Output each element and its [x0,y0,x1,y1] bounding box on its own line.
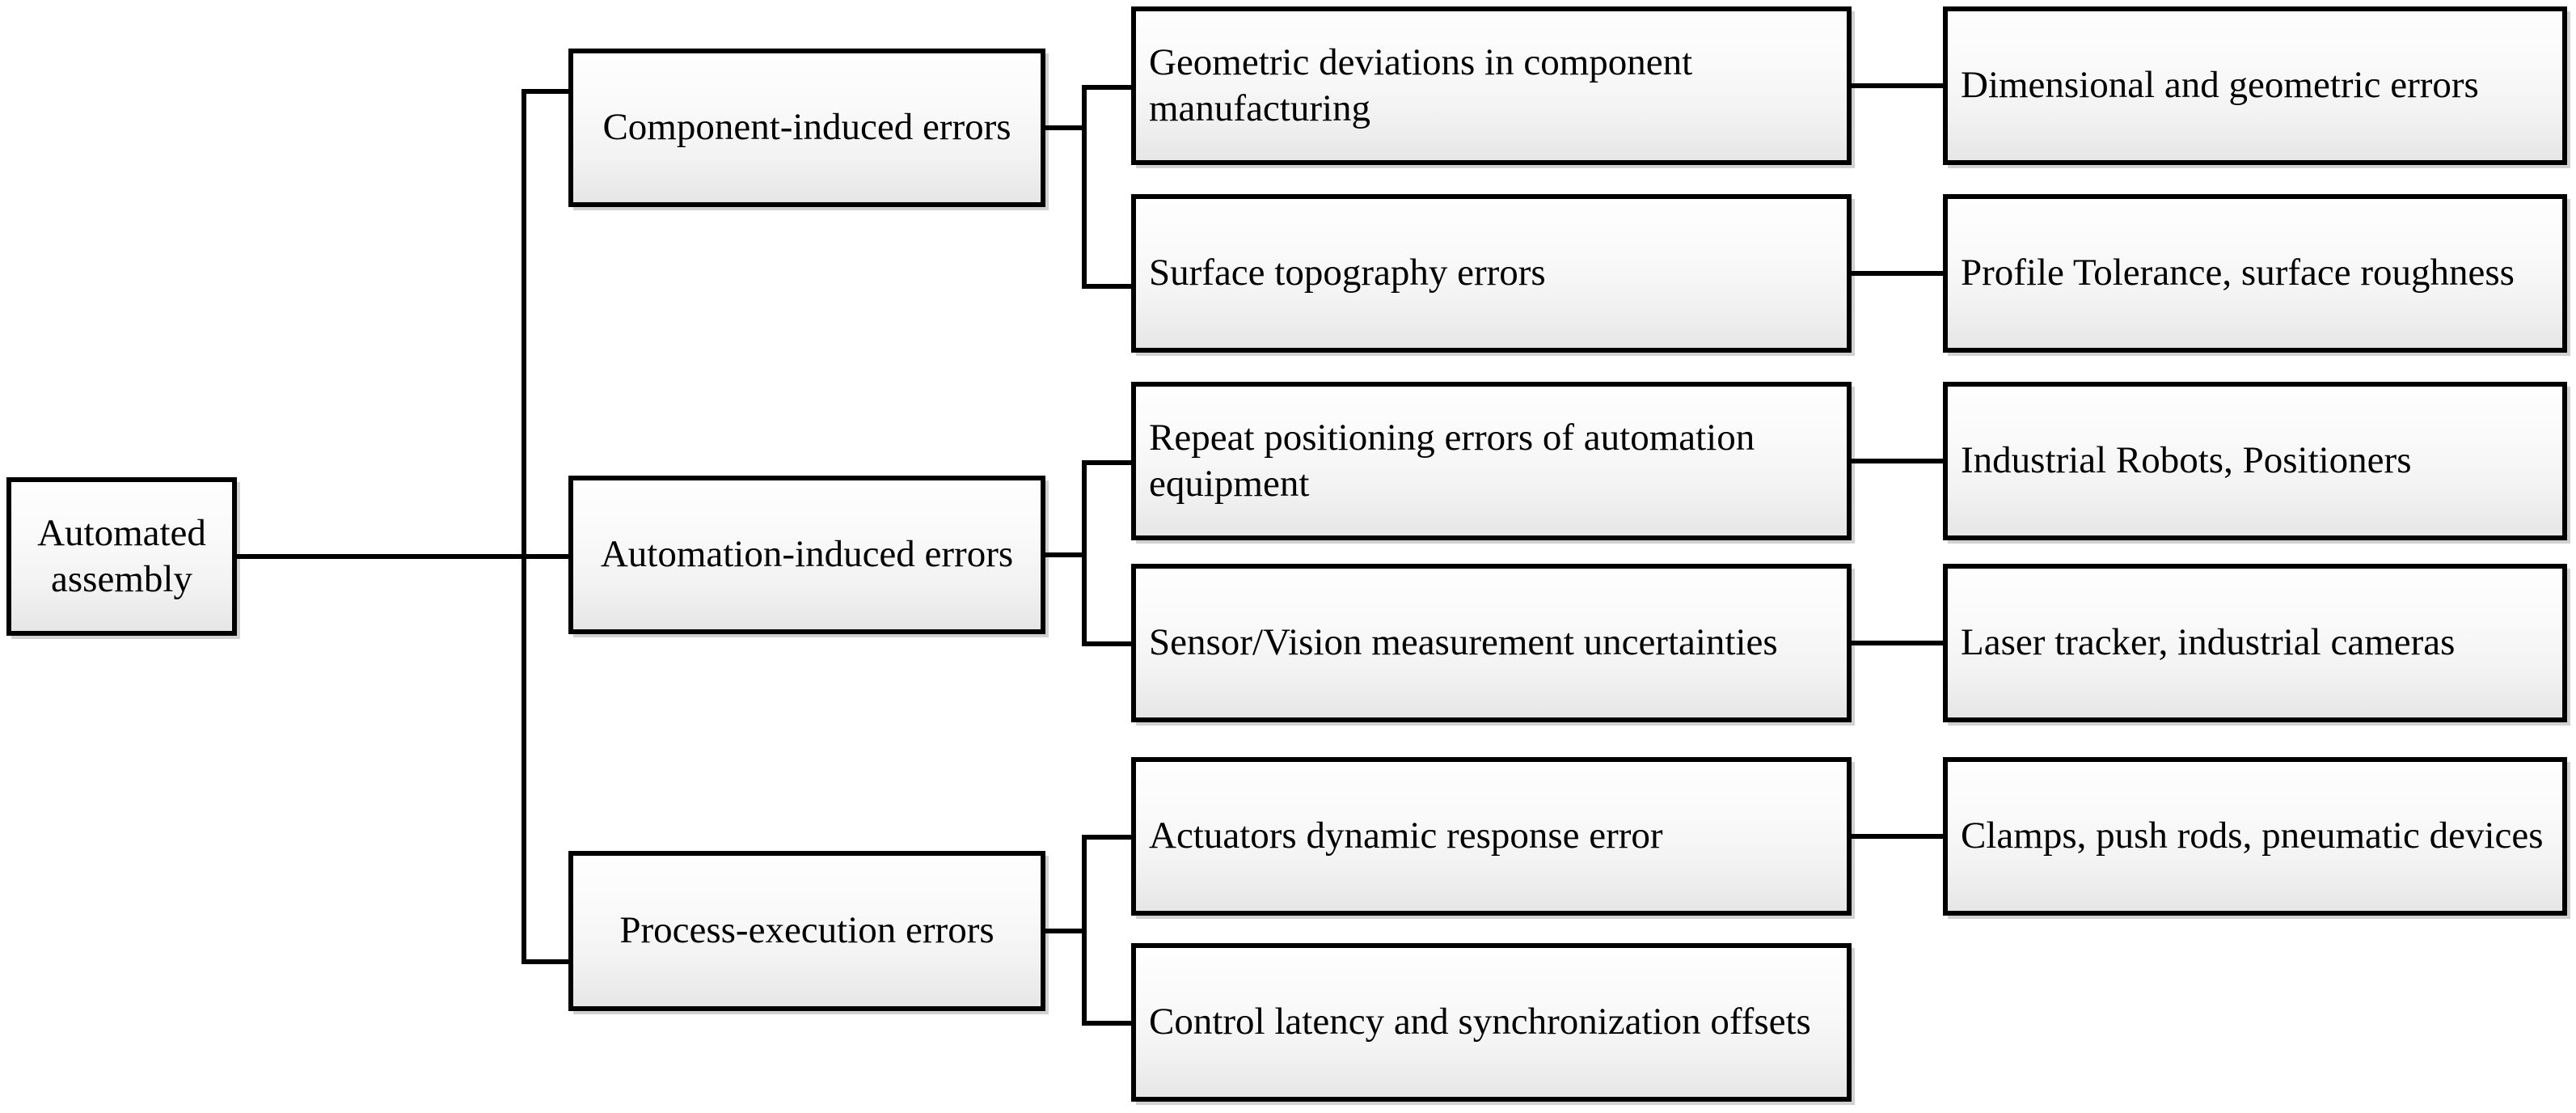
node-root-automated-assembly: Automated assembly [6,477,237,636]
connector-l3-4-to-l4-4 [1850,641,1945,645]
node-level3-label: Surface topography errors [1149,252,1546,294]
connector-l2-3-to-l3-5 [1082,835,1134,840]
connector-l2-3-stub [1041,929,1087,933]
connector-root-trunk [522,89,526,964]
node-level3-surface-topography-errors: Surface topography errors [1131,194,1852,353]
node-level4-label: Laser tracker, industrial cameras [1961,621,2456,664]
connector-l2-2-to-l3-3 [1082,460,1134,465]
node-level3-sensor-vision-uncertainties: Sensor/Vision measurement uncertainties [1131,564,1852,722]
connector-trunk-to-level2-3 [522,959,572,964]
connector-trunk-to-level2-1 [522,89,572,94]
connector-l3-3-to-l4-3 [1850,459,1945,463]
node-level3-actuators-dynamic-response-error: Actuators dynamic response error [1131,757,1852,916]
node-level2-automation-induced-errors: Automation-induced errors [568,476,1045,634]
connector-trunk-to-level2-2 [522,554,572,559]
connector-l2-3-trunk [1082,835,1087,1026]
connector-l2-1-stub [1041,125,1087,130]
node-level4-label: Industrial Robots, Positioners [1961,439,2412,482]
connector-l2-2-stub [1041,552,1087,557]
node-level4-industrial-robots-positioners: Industrial Robots, Positioners [1943,382,2567,540]
node-root-label: Automated assembly [37,511,206,600]
connector-l3-1-to-l4-1 [1850,83,1945,88]
node-level3-label: Geometric deviations in component manufa… [1149,40,1693,129]
connector-l2-3-to-l3-6 [1082,1021,1134,1026]
connector-l2-2-trunk [1082,460,1087,646]
connector-l3-2-to-l4-2 [1850,271,1945,276]
connector-l2-1-to-l3-2 [1082,284,1134,289]
connector-l3-5-to-l4-5 [1850,834,1945,839]
node-level4-label: Dimensional and geometric errors [1961,64,2479,107]
node-level3-label: Repeat positioning errors of automation … [1149,416,1755,505]
node-level4-laser-tracker-cameras: Laser tracker, industrial cameras [1943,564,2567,722]
node-level3-label: Control latency and synchronization offs… [1149,1001,1811,1043]
node-level3-label: Sensor/Vision measurement uncertainties [1149,621,1778,664]
node-level2-label: Process-execution errors [619,909,995,952]
connector-l2-1-trunk [1082,85,1087,289]
node-level2-label: Component-induced errors [602,106,1011,149]
node-level4-label: Profile Tolerance, surface roughness [1961,252,2515,294]
node-level3-label: Actuators dynamic response error [1149,815,1663,857]
node-level3-control-latency-offsets: Control latency and synchronization offs… [1131,943,1852,1102]
node-level2-component-induced-errors: Component-induced errors [568,49,1045,207]
connector-root-to-trunk [234,554,526,559]
node-level2-process-execution-errors: Process-execution errors [568,851,1045,1011]
node-level4-label: Clamps, push rods, pneumatic devices [1961,815,2544,857]
node-level4-profile-tolerance-roughness: Profile Tolerance, surface roughness [1943,194,2567,353]
node-level2-label: Automation-induced errors [600,533,1014,576]
node-level4-clamps-push-rods-pneumatic: Clamps, push rods, pneumatic devices [1943,757,2567,916]
connector-l2-1-to-l3-1 [1082,85,1134,90]
node-level4-dimensional-geometric-errors: Dimensional and geometric errors [1943,6,2567,165]
node-level3-geometric-deviations: Geometric deviations in component manufa… [1131,6,1852,165]
connector-l2-2-to-l3-4 [1082,641,1134,646]
node-level3-repeat-positioning-errors: Repeat positioning errors of automation … [1131,382,1852,540]
